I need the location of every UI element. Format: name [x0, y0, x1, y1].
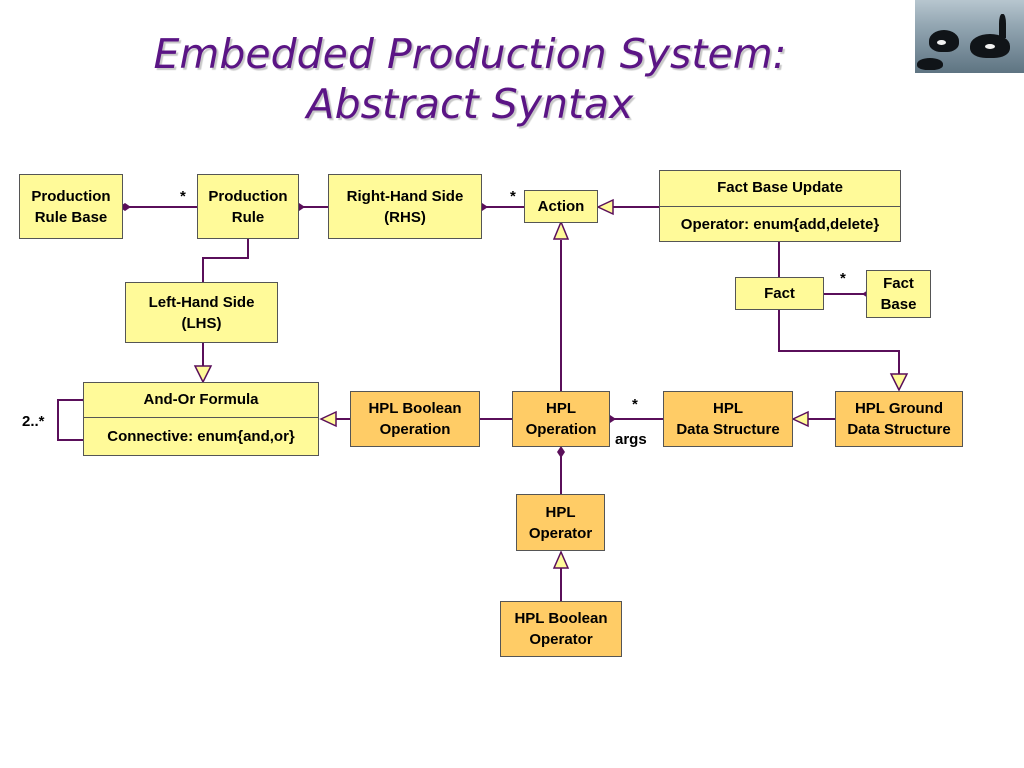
hpl-operator-box: HPL Operator: [516, 494, 605, 551]
link-rule-lhs: [202, 234, 249, 282]
hpl-boolean-operator-box: HPL Boolean Operator: [500, 601, 622, 657]
multiplicity-formula-self: 2..*: [22, 413, 45, 430]
gen-arrow-boolop: [319, 410, 337, 428]
class-divider: [660, 206, 900, 207]
action-box: Action: [524, 190, 598, 223]
role-label-args: args: [615, 431, 647, 448]
class-divider: [84, 417, 318, 418]
multiplicity-operation-args: *: [632, 396, 638, 413]
multiplicity-rhs-action: *: [510, 188, 516, 205]
link-fact-ground: [778, 310, 900, 374]
fact-base-box: Fact Base: [866, 270, 931, 318]
gen-arrow-operator: [552, 550, 570, 569]
and-or-formula-attribute: Connective: enum{and,or}: [107, 428, 295, 445]
fact-base-update-attribute: Operator: enum{add,delete}: [680, 215, 880, 233]
page-title-line-2: Abstract Syntax: [306, 80, 634, 128]
fact-base-update-name: Fact Base Update: [717, 179, 843, 196]
lhs-box: Left-Hand Side (LHS): [125, 282, 278, 343]
gen-arrow-ground: [889, 373, 909, 392]
gen-arrow-datastructure: [791, 410, 809, 428]
hpl-ground-data-structure-box: HPL Ground Data Structure: [835, 391, 963, 447]
diamond-operation-operator: [557, 446, 565, 458]
rhs-box: Right-Hand Side (RHS): [328, 174, 482, 239]
multiplicity-fact-base: *: [840, 270, 846, 287]
gen-arrow-action-left: [596, 198, 614, 216]
fact-box: Fact: [735, 277, 824, 310]
gen-arrow-formula: [193, 365, 213, 384]
link-formula-self: [57, 399, 83, 441]
production-rule-base-box: Production Rule Base: [19, 174, 123, 239]
and-or-formula-class: And-Or Formula Connective: enum{and,or}: [83, 382, 319, 456]
hpl-boolean-operation-box: HPL Boolean Operation: [350, 391, 480, 447]
gen-arrow-action-bottom: [552, 220, 570, 240]
page-title-line-1: Embedded Production System:: [153, 30, 787, 78]
multiplicity-rule-base: *: [180, 188, 186, 205]
and-or-formula-name: And-Or Formula: [143, 391, 259, 408]
production-rule-box: Production Rule: [197, 174, 299, 239]
fact-base-update-class: Fact Base Update Operator: enum{add,dele…: [659, 170, 901, 242]
hpl-operation-box: HPL Operation: [512, 391, 610, 447]
hpl-data-structure-box: HPL Data Structure: [663, 391, 793, 447]
orca-photo: [915, 0, 1024, 73]
